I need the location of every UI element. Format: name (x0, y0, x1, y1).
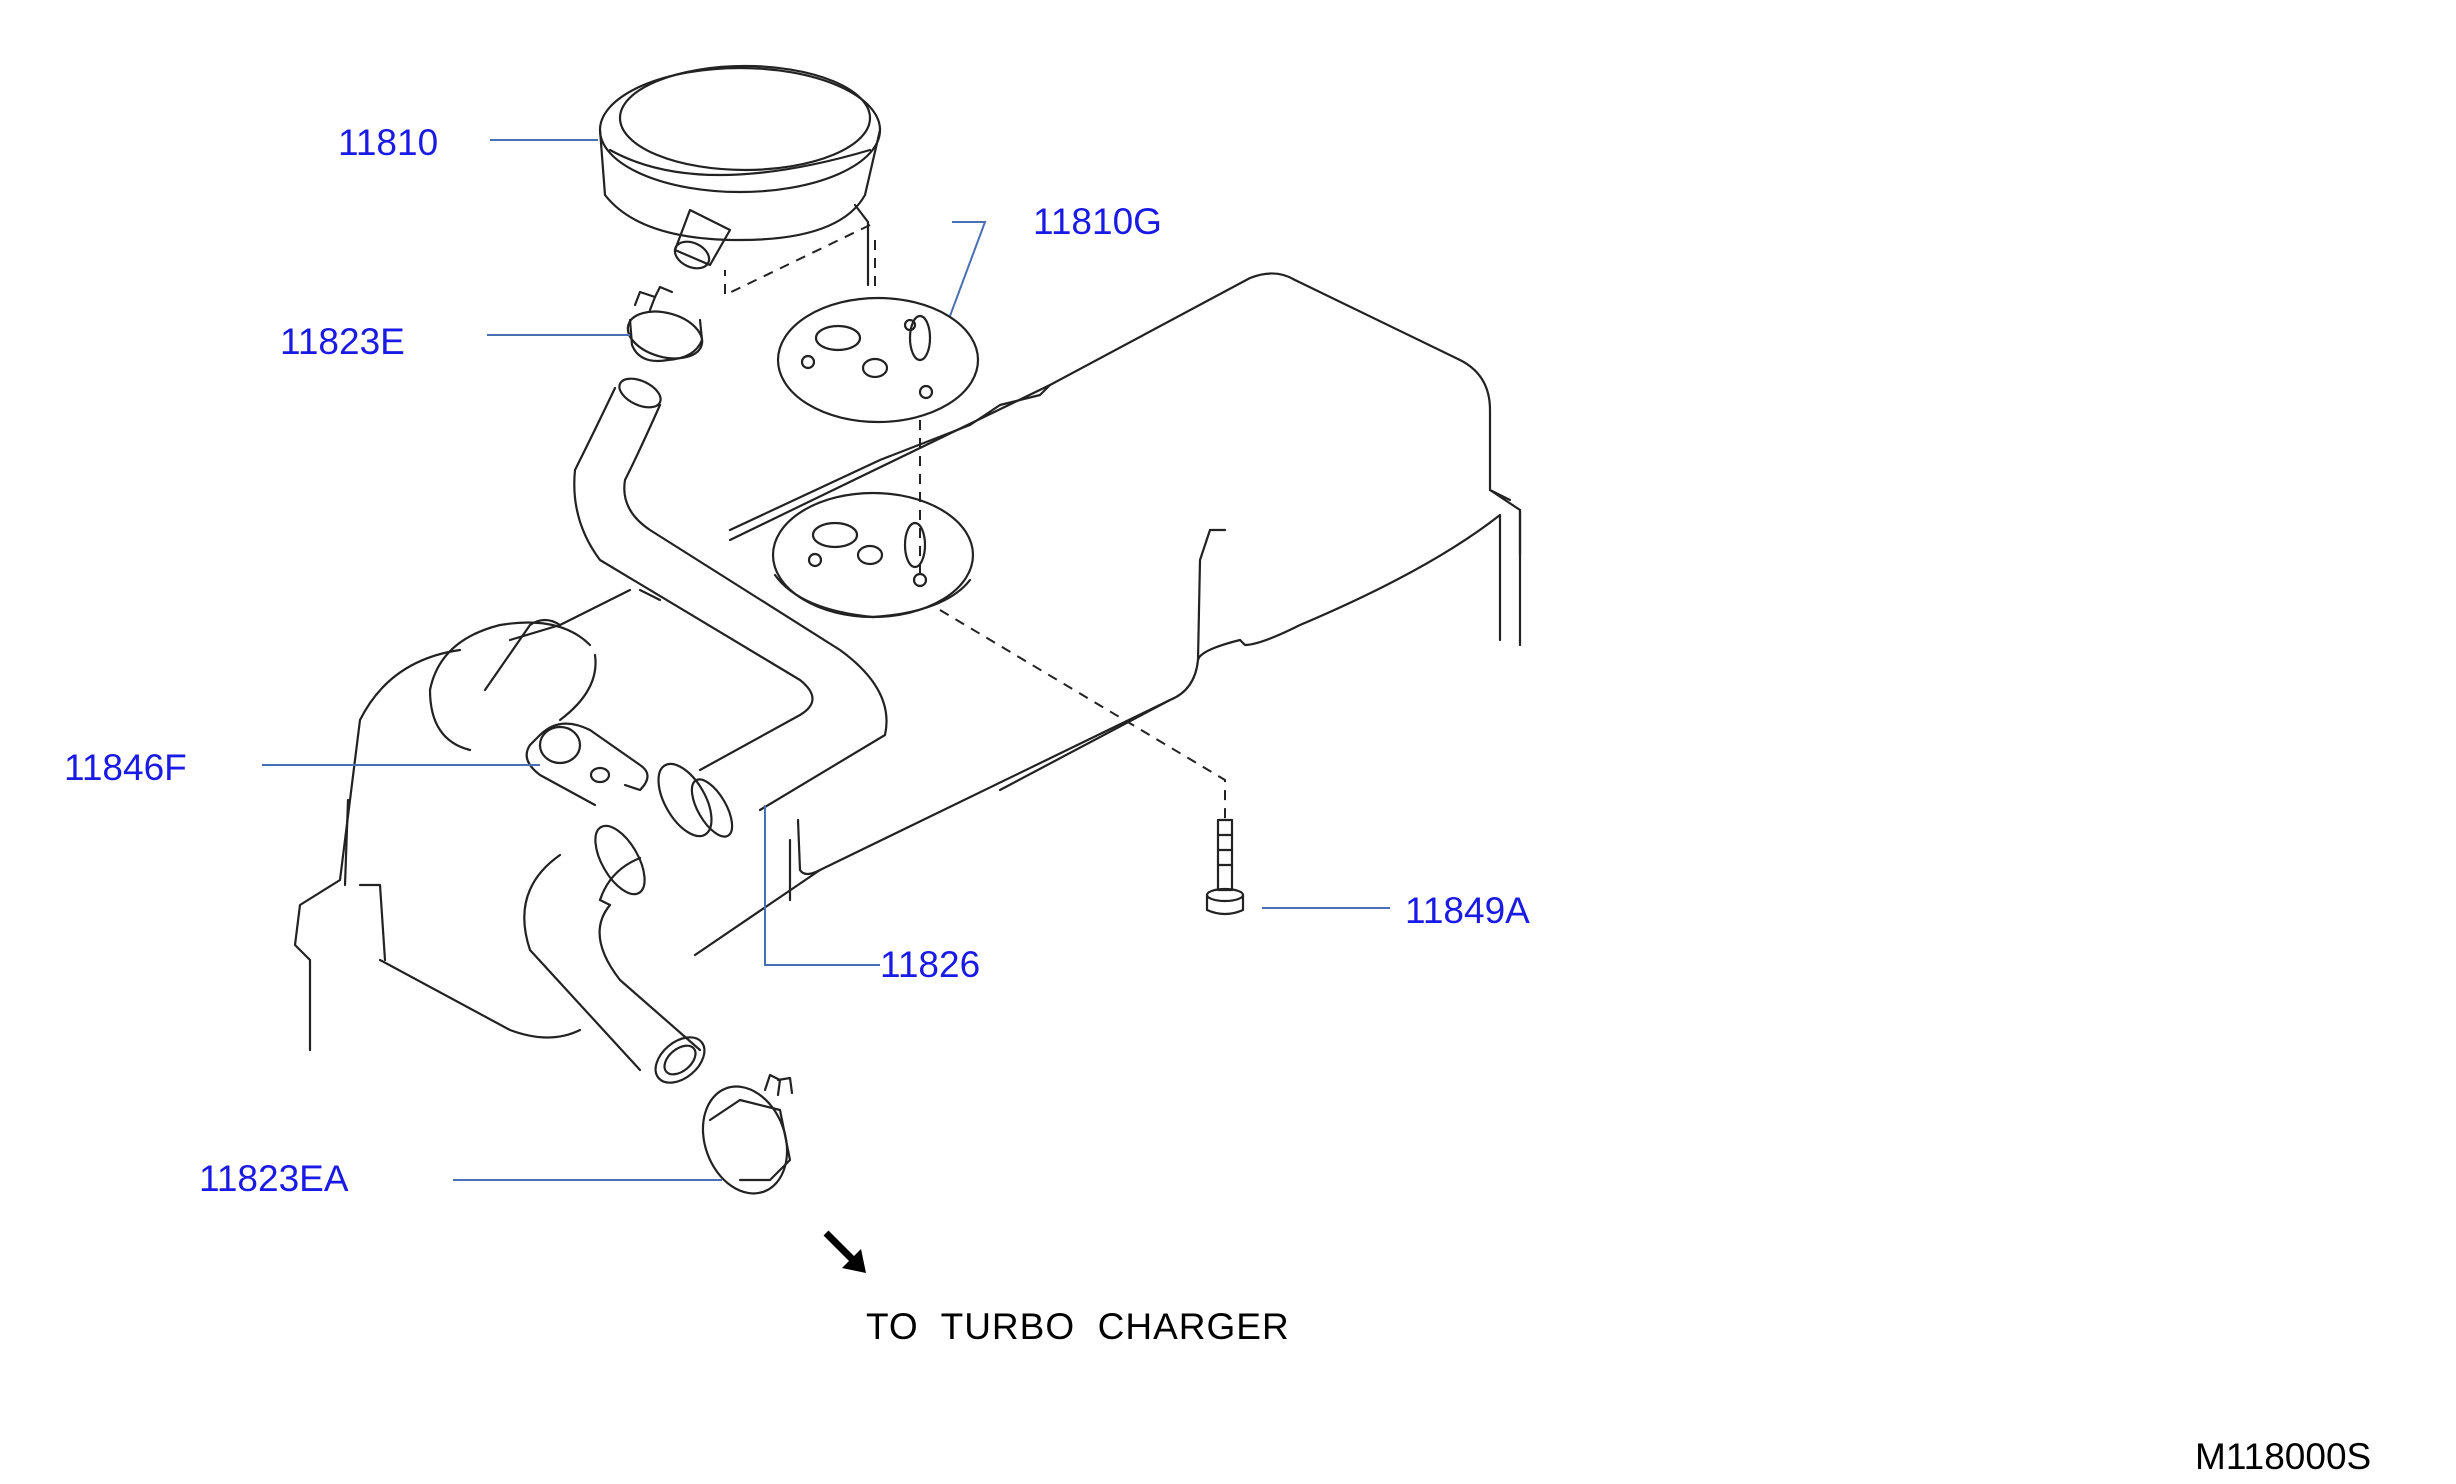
clamp-upper (626, 285, 704, 363)
callout-11823ea: 11823EA (199, 1158, 349, 1199)
gasket-upper (776, 296, 980, 424)
callout-11849a: 11849A (1405, 890, 1530, 931)
diagram-code: M118000S (2195, 1436, 2372, 1477)
breather-assembly (598, 64, 882, 287)
direction-arrow-icon (823, 1230, 866, 1273)
callout-11826: 11826 (880, 944, 981, 985)
hose (523, 377, 888, 1084)
direction-note: TO TURBO CHARGER (866, 1306, 1290, 1347)
callout-11810g: 11810G (1033, 201, 1162, 242)
clamp-lower (701, 1073, 794, 1195)
left-block-outline (293, 588, 662, 1052)
leader-lines (262, 139, 1390, 1181)
alignment-lines (724, 224, 1226, 820)
bracket (525, 722, 649, 807)
bolt (1205, 818, 1245, 916)
callout-11823e: 11823E (280, 321, 405, 362)
gasket-lower (771, 491, 975, 619)
callout-11846f: 11846F (64, 747, 187, 788)
callout-11810: 11810 (338, 122, 439, 163)
engine-cover-outline (693, 272, 1522, 957)
